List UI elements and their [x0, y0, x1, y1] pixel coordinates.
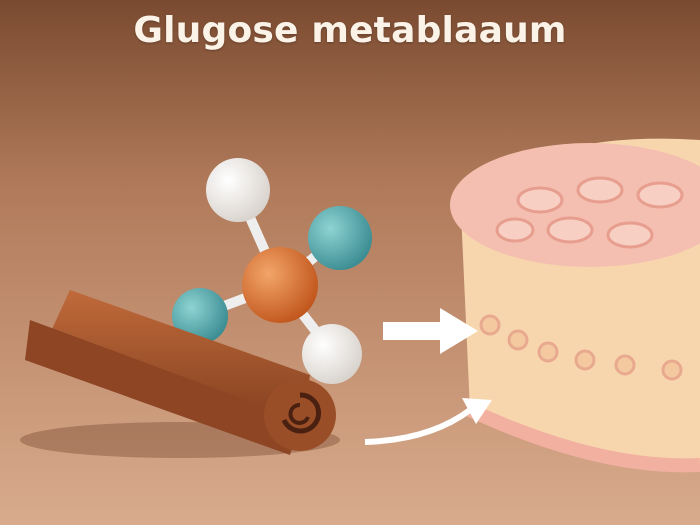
page-title: Glugose metablaaum: [133, 10, 567, 51]
molecule-model: [172, 158, 372, 384]
arrow-right-icon: [383, 308, 478, 354]
cell-membrane-structure: [450, 138, 700, 473]
curved-arrow-icon: [364, 398, 492, 445]
cinnamon-stick: [20, 290, 340, 458]
